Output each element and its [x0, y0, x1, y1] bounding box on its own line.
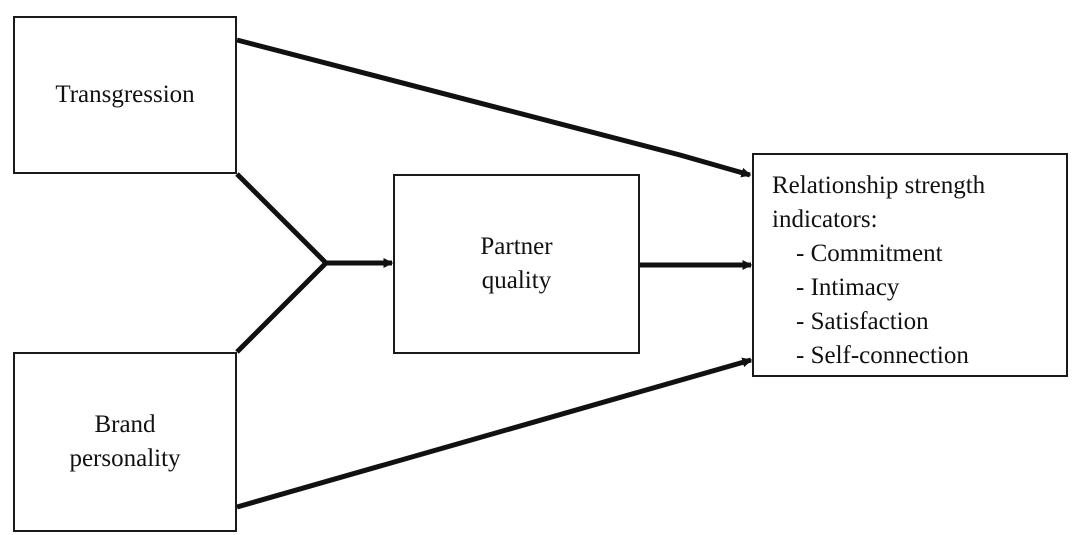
indicator-list: - Commitment - Intimacy - Satisfaction -…	[772, 237, 985, 373]
node-partner-line-2: quality	[481, 267, 552, 294]
node-transgression-label: Transgression	[55, 81, 195, 108]
node-outcome-title-line-1: Relationship strength	[772, 172, 986, 199]
node-partner-line-1: Partner	[480, 233, 553, 260]
indicator-item: - Satisfaction	[796, 308, 929, 335]
node-brand-personality: Brand personality	[13, 352, 237, 532]
node-brand-line-1: Brand	[94, 411, 156, 438]
indicator-item: - Commitment	[796, 240, 943, 267]
indicator-item: - Self-connection	[796, 342, 969, 369]
node-transgression: Transgression	[13, 16, 237, 174]
line-brand-to-junction	[235, 261, 328, 354]
indicator-item: - Intimacy	[796, 274, 900, 301]
arrow-transgression-to-outcome	[236, 37, 752, 178]
node-outcome-title-line-2: indicators:	[772, 206, 878, 233]
node-partner-quality: Partner quality	[393, 174, 640, 354]
node-relationship-strength: Relationship strength indicators: - Comm…	[752, 153, 1068, 377]
arrow-brand-to-outcome	[236, 357, 753, 510]
node-brand-line-2: personality	[69, 445, 181, 472]
line-transgression-to-junction	[235, 172, 328, 265]
